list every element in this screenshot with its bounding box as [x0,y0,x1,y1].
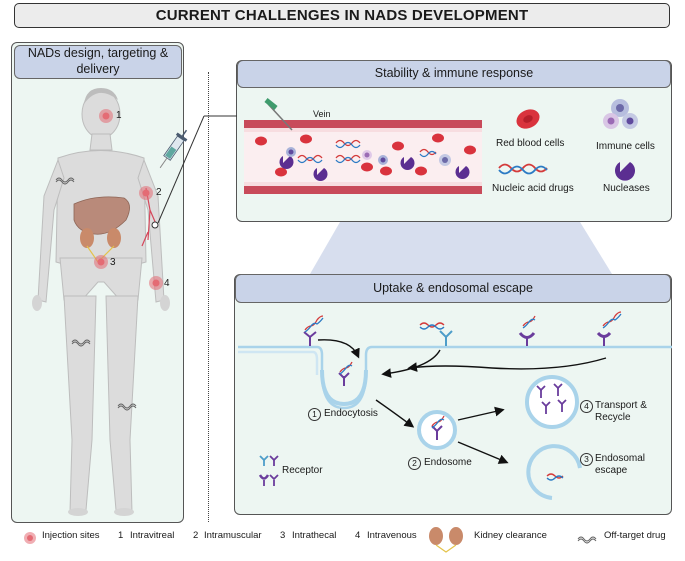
endosomal-escape-label-1: Endosomal [595,453,646,464]
nuclease-legend-icon [615,162,636,181]
legend-num-3: 3 [280,530,286,541]
uptake-panel-header: Uptake & endosomal escape [235,274,671,303]
nucleic-acid-legend-icon [498,163,548,175]
immune-cells-legend-icon [603,99,638,129]
site-number-1: 1 [116,110,122,121]
legend-intrathecal: Intrathecal [292,530,337,541]
endocytosis-step-number: 1 [308,408,321,421]
legend-num-1: 1 [118,530,124,541]
immune-cells-label: Immune cells [596,141,655,152]
legend-injection-sites: Injection sites [42,530,100,541]
kidney-right-icon [107,228,121,248]
cell-membrane [238,345,672,410]
endocytosis-label: Endocytosis [324,408,378,419]
legend-kidney-clearance: Kidney clearance [474,530,547,541]
vein-illustration [244,98,482,194]
site-number-4: 4 [164,278,170,289]
endosome-label: Endosome [424,457,472,468]
receptor-label: Receptor [282,465,323,476]
recycle-label: Recycle [595,412,631,423]
escape-step-number: 3 [580,453,593,466]
syringe-icon [159,129,188,169]
kidney-legend-icon [429,527,443,545]
rbc-label: Red blood cells [496,138,565,149]
recycle-vesicle [525,375,579,429]
legend-off-target-drug: Off-target drug [604,530,666,541]
site-number-2: 2 [156,187,162,198]
panel-divider [208,72,209,522]
transport-label: Transport & [595,400,647,411]
legend-intravitreal: Intravitreal [130,530,175,541]
legend-intravenous: Intravenous [367,530,417,541]
kidney-left-icon [80,228,94,248]
offtarget-legend-icon [577,536,597,544]
uptake-panel [234,274,672,515]
process-arrows [317,339,607,464]
nucleic-acid-drugs-label: Nucleic acid drugs [492,183,574,194]
uptake-nucleic-acids [304,311,622,481]
legend-num-2: 2 [193,530,199,541]
off-target-drug-icons [55,177,137,411]
human-body-figure [37,89,165,513]
figure-title: CURRENT CHALLENGES IN NADS DEVELOPMENT [14,3,670,28]
site-number-3: 3 [110,257,116,268]
endosomal-escape-label-2: escape [595,465,628,476]
stability-panel-header: Stability & immune response [237,60,671,88]
injection-site-markers [94,109,163,290]
escape-vesicle [526,444,582,500]
transport-step-number: 4 [580,400,593,413]
endosome-step-number: 2 [408,457,421,470]
legend-num-4: 4 [355,530,361,541]
zoom-projection [310,222,612,274]
membrane-receptors [303,330,612,440]
receptor-legend-icon [258,455,279,486]
vein-label: Vein [313,109,331,119]
legend-intramuscular: Intramuscular [204,530,262,541]
left-panel-header: NADs design, targeting & delivery [14,45,182,79]
nucleases-label: Nucleases [603,183,650,194]
